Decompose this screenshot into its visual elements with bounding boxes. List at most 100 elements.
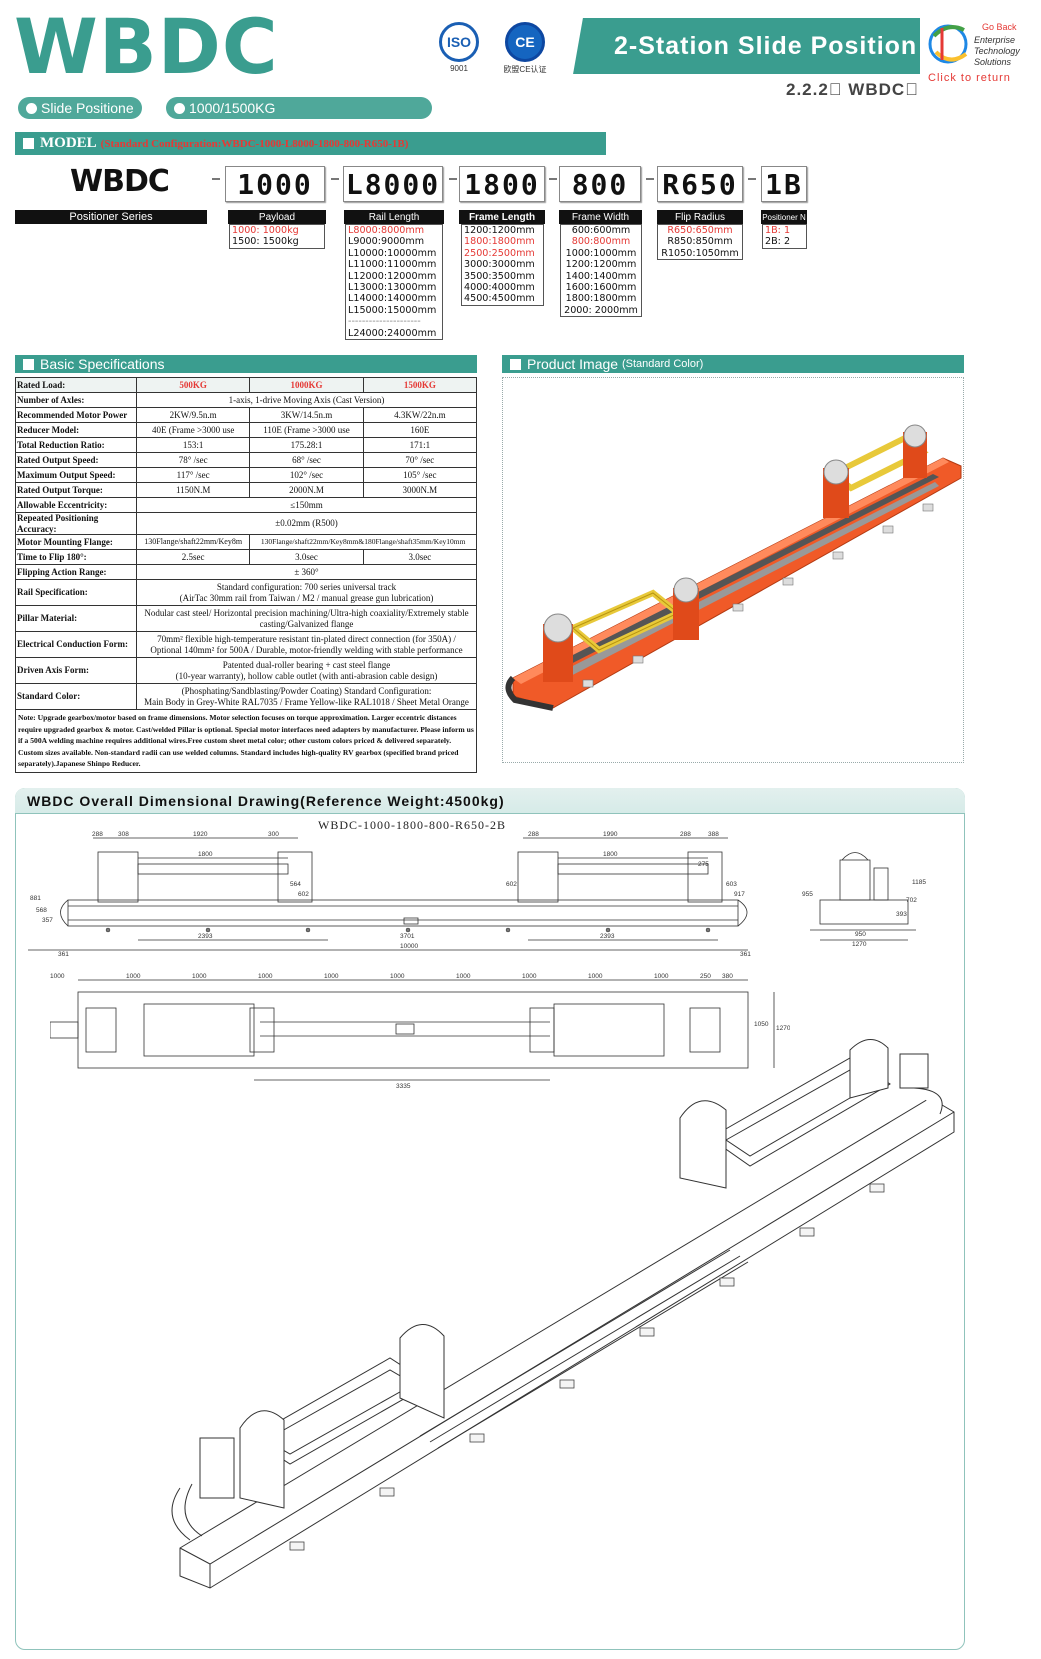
svg-text:602: 602 <box>506 881 517 888</box>
drawing-model-code: WBDC-1000-1800-800-R650-2B <box>318 818 506 832</box>
table-row: Repeated Positioning Accuracy:±0.02mm (R… <box>15 512 477 535</box>
svg-text:917: 917 <box>734 891 745 898</box>
svg-text:361: 361 <box>58 951 69 958</box>
svg-text:2393: 2393 <box>600 933 615 940</box>
globe-logo-icon <box>928 24 968 64</box>
svg-text:361: 361 <box>740 951 751 958</box>
svg-text:1800: 1800 <box>198 851 213 858</box>
svg-text:288: 288 <box>680 831 691 838</box>
table-row: Note: Upgrade gearbox/motor based on fra… <box>15 709 477 773</box>
label-frame-width: Frame Width <box>559 210 642 224</box>
label-payload: Payload <box>228 210 326 224</box>
model-series-name: WBDC <box>70 164 170 199</box>
code-rail-length: L8000 <box>343 166 443 202</box>
label-positioner-count: Positioner N <box>761 210 807 224</box>
svg-text:1800: 1800 <box>603 851 618 858</box>
bullet-icon <box>26 102 37 114</box>
options-positioner-count: 1B: 1 2B: 2 <box>762 224 807 249</box>
svg-text:380: 380 <box>722 973 733 980</box>
options-rail-length: L8000:8000mm L9000:9000mm L10000:10000mm… <box>345 224 443 341</box>
svg-text:1000: 1000 <box>390 973 405 980</box>
svg-text:250: 250 <box>700 973 711 980</box>
svg-text:10000: 10000 <box>400 943 418 950</box>
plan-view-drawing: 1000 1000 1000 1000 1000 1000 1000 1000 … <box>50 973 790 1090</box>
table-row: Pillar Material:Nodular cast steel/ Hori… <box>15 605 477 632</box>
table-row: Allowable Eccentricity:≤150mm <box>15 497 477 513</box>
svg-text:602: 602 <box>298 891 309 898</box>
svg-text:1000: 1000 <box>126 973 141 980</box>
positioner-render-icon <box>505 424 962 711</box>
code-positioner-count: 1B <box>761 166 807 202</box>
svg-text:288: 288 <box>528 831 539 838</box>
table-row: Number of Axles:1-axis, 1-drive Moving A… <box>15 392 477 408</box>
pill-load-range: 1000/1500KG <box>166 97 432 119</box>
svg-text:1000: 1000 <box>654 973 669 980</box>
svg-text:564: 564 <box>290 881 301 888</box>
table-row: Rail Specification:Standard configuratio… <box>15 579 477 606</box>
code-payload: 1000 <box>225 166 325 202</box>
model-section-header: MODEL (Standard Configuration:WBDC-1000-… <box>15 132 606 155</box>
bullet-icon <box>174 102 185 114</box>
svg-text:1000: 1000 <box>588 973 603 980</box>
go-back-link[interactable]: Go Back Enterprise Technology Solutions … <box>926 16 1036 88</box>
click-to-return[interactable]: Click to return <box>928 72 1011 84</box>
svg-text:2393: 2393 <box>198 933 213 940</box>
square-bullet-icon <box>23 138 34 149</box>
svg-text:702: 702 <box>906 897 917 904</box>
table-row: Driven Axis Form:Patented dual-roller be… <box>15 657 477 684</box>
iso-icon: ISO <box>439 22 479 62</box>
svg-text:1000: 1000 <box>192 973 207 980</box>
svg-text:1990: 1990 <box>603 831 618 838</box>
svg-text:1270: 1270 <box>776 1025 790 1032</box>
svg-text:357: 357 <box>42 917 53 924</box>
series-label: Positioner Series <box>15 210 207 224</box>
spec-table: Rated Load: 500KG 1000KG 1500KG Number o… <box>15 377 478 773</box>
isometric-drawing <box>171 1039 955 1589</box>
product-section-header: Product Image (Standard Color) <box>502 355 964 373</box>
product-image <box>502 377 964 763</box>
svg-text:388: 388 <box>708 831 719 838</box>
svg-text:393: 393 <box>896 911 907 918</box>
iso-9001-badge: ISO 9001 <box>432 22 486 73</box>
svg-text:955: 955 <box>802 891 813 898</box>
pill-slide-positioner: Slide Positione <box>18 97 142 119</box>
code-frame-width: 800 <box>559 166 641 202</box>
svg-text:603: 603 <box>726 881 737 888</box>
label-frame-length: Frame Length <box>459 210 545 224</box>
options-flip-radius: R650:650mm R850:850mm R1050:1050mm <box>657 224 743 261</box>
svg-text:1000: 1000 <box>324 973 339 980</box>
options-frame-length: 1200:1200mm 1800:1800mm 2500:2500mm 3000… <box>461 224 544 306</box>
options-payload: 1000: 1000kg 1500: 1500kg <box>229 224 325 249</box>
table-row: Flipping Action Range:± 360° <box>15 564 477 580</box>
label-rail-length: Rail Length <box>344 210 444 224</box>
svg-text:275: 275 <box>698 861 709 868</box>
svg-text:1000: 1000 <box>258 973 273 980</box>
square-bullet-icon <box>510 358 521 370</box>
svg-text:288: 288 <box>92 831 103 838</box>
table-row: Standard Color:(Phosphating/Sandblasting… <box>15 683 477 710</box>
specs-section-header: Basic Specifications <box>15 355 477 373</box>
svg-text:1000: 1000 <box>50 973 65 980</box>
brand-logo: WBDC <box>14 2 279 91</box>
ce-badge: CE 欧盟CE认证 <box>498 22 552 74</box>
svg-text:3701: 3701 <box>400 933 415 940</box>
svg-text:1920: 1920 <box>193 831 208 838</box>
svg-text:568: 568 <box>36 907 47 914</box>
svg-text:300: 300 <box>268 831 279 838</box>
svg-text:1000: 1000 <box>522 973 537 980</box>
svg-text:3335: 3335 <box>396 1083 411 1090</box>
drawing-section-header: WBDC Overall Dimensional Drawing(Referen… <box>15 788 965 814</box>
label-flip-radius: Flip Radius <box>657 210 743 224</box>
code-frame-length: 1800 <box>459 166 545 202</box>
table-row: Motor Mounting Flange:130Flange/shaft22m… <box>15 534 477 550</box>
svg-text:1185: 1185 <box>912 879 926 886</box>
svg-text:950: 950 <box>855 931 866 938</box>
table-row: Electrical Conduction Form:70mm² flexibl… <box>15 631 477 658</box>
